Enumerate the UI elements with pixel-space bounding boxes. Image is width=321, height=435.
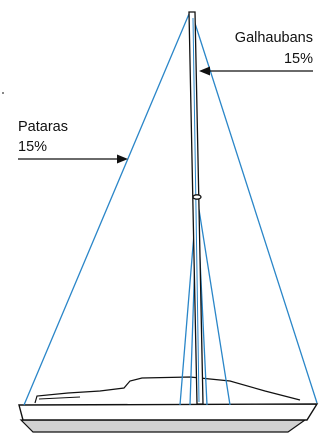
hull-bottom-band	[19, 419, 307, 433]
mast-shroud-inner	[192, 17, 200, 403]
cabin-outline	[34, 376, 301, 404]
galhaubans-annotation: Galhaubans 15%	[199, 30, 313, 76]
forestay-line	[191, 13, 318, 404]
upper-shroud-right	[196, 196, 231, 406]
galhaubans-label: Galhaubans	[235, 30, 313, 46]
hull-body	[18, 403, 319, 421]
pataras-annotation: Pataras 15%	[18, 119, 128, 164]
galhaubans-arrowhead	[199, 66, 210, 76]
pataras-value: 15%	[18, 139, 47, 155]
rigging	[23, 13, 318, 406]
mast	[188, 11, 204, 405]
backstay-line	[23, 13, 190, 406]
pataras-label: Pataras	[18, 119, 68, 135]
pataras-arrowhead	[117, 154, 128, 164]
spreader-fitting	[192, 194, 202, 200]
cabin-window	[38, 396, 81, 400]
hull	[18, 376, 319, 433]
galhaubans-value: 15%	[284, 51, 313, 67]
